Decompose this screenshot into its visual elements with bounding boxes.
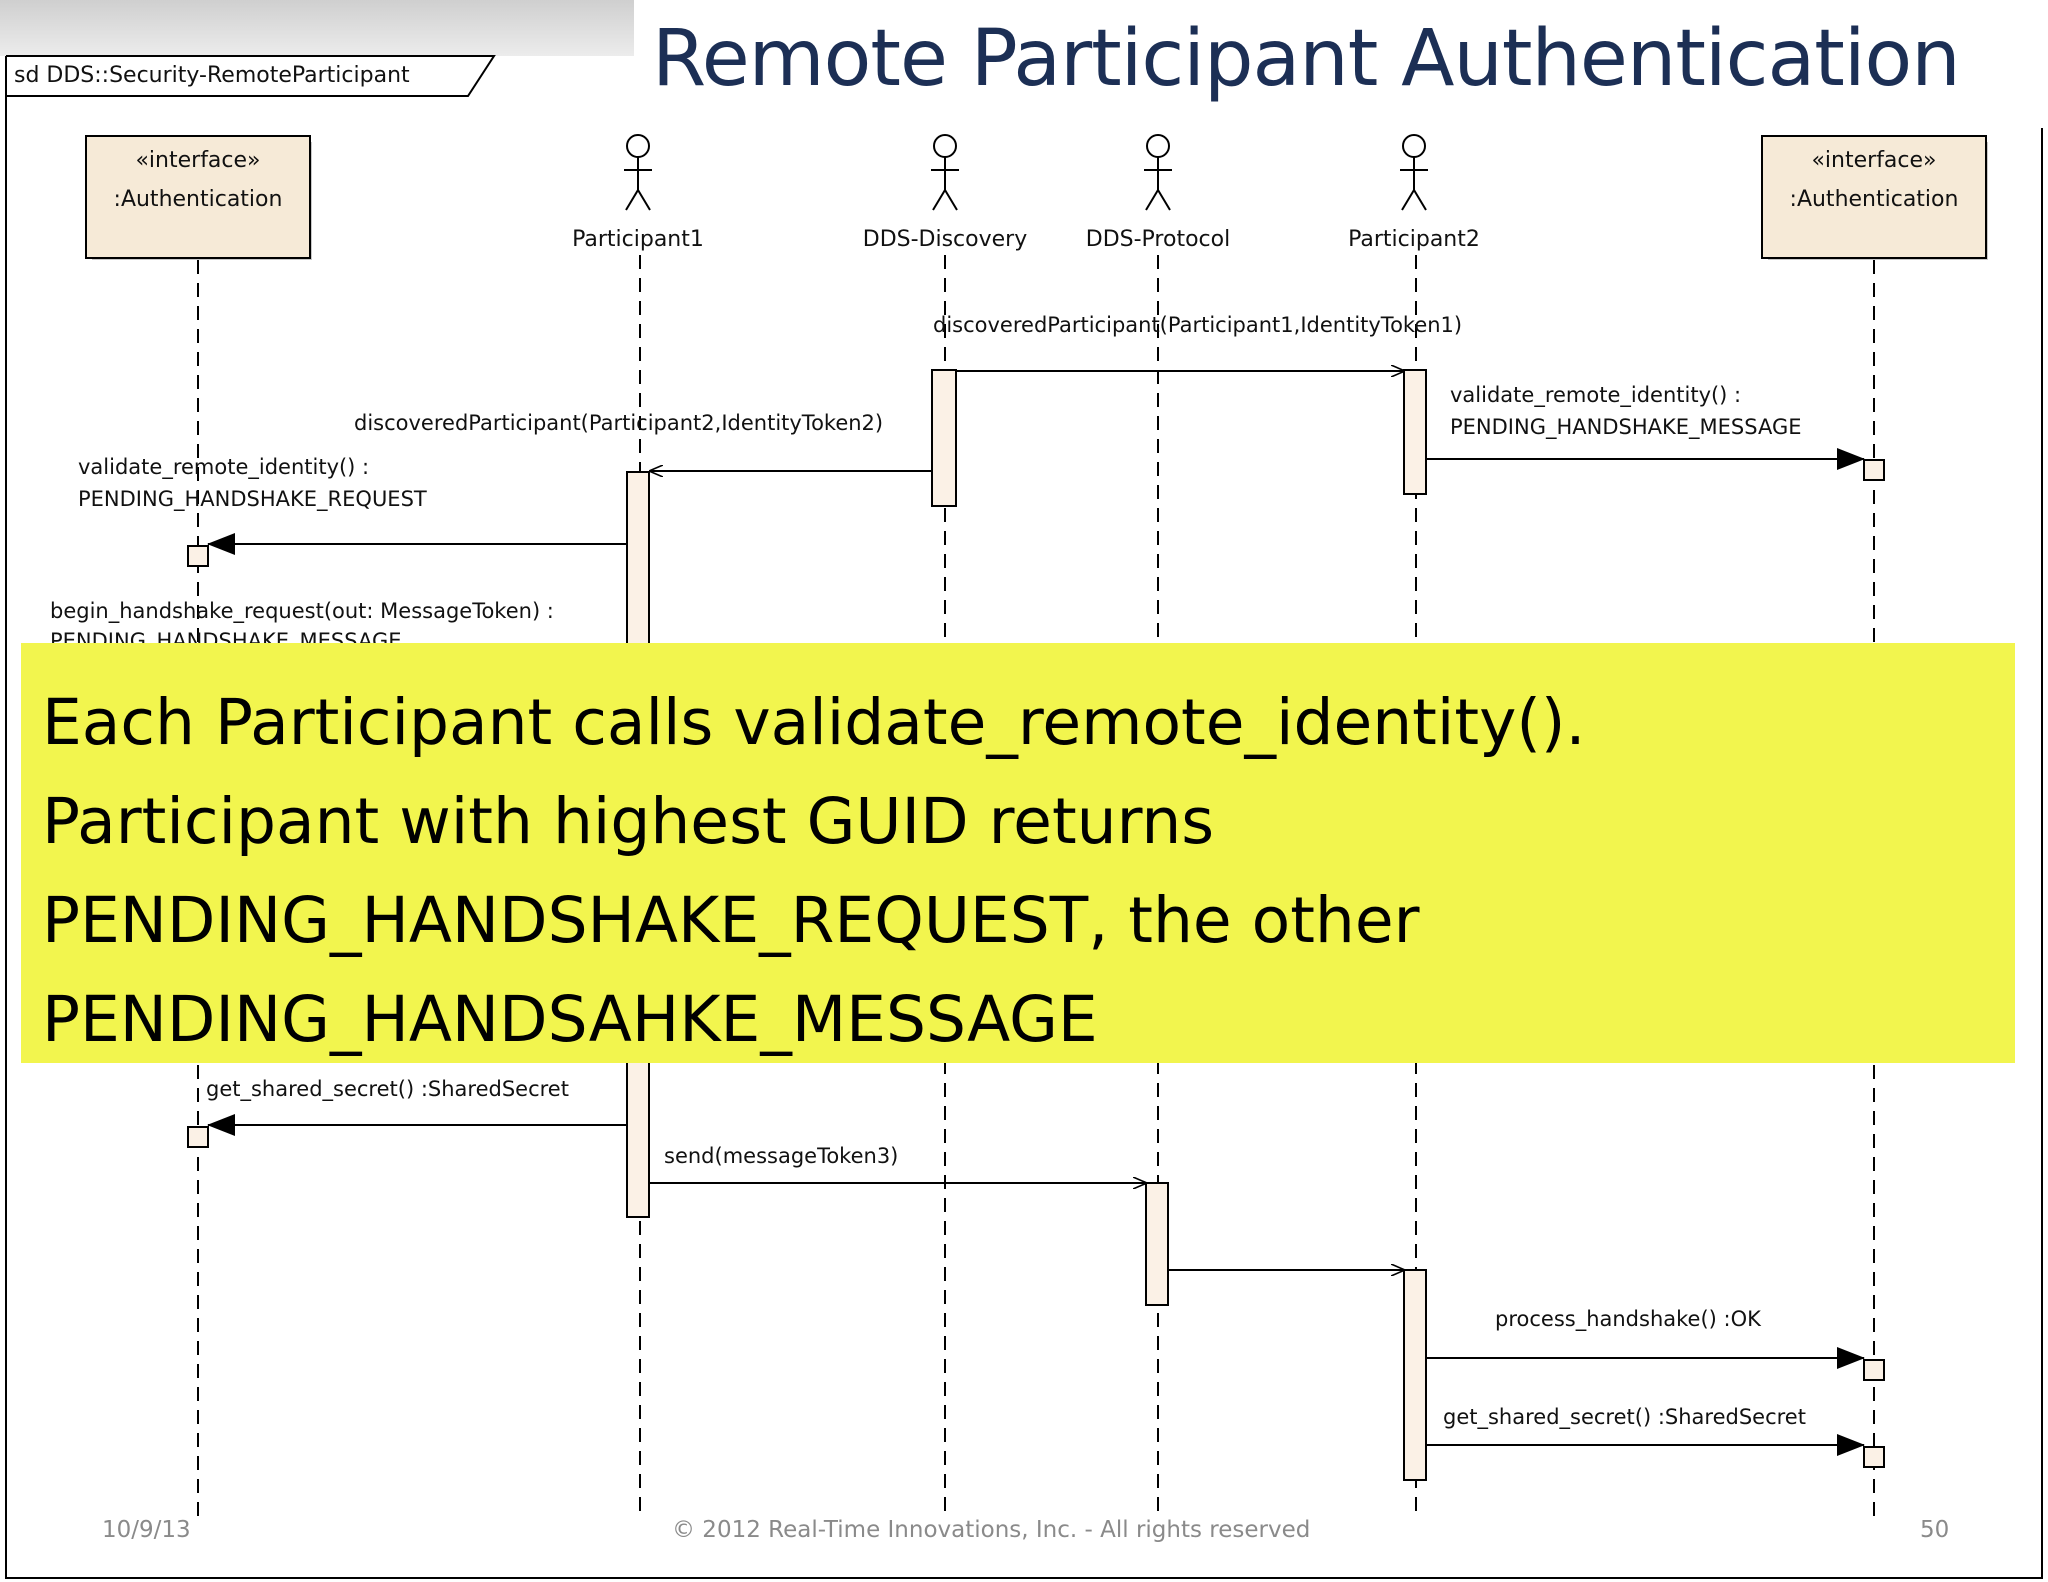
- left-interface-box: «interface» :Authentication: [85, 135, 312, 260]
- message-label-begin-handshake-line1: begin_handshake_request(out: MessageToke…: [50, 599, 554, 624]
- actor-participant1-label: Participant1: [572, 227, 704, 252]
- activation-dds-protocol: [1145, 1182, 1169, 1306]
- actor-participant2-label: Participant2: [1348, 227, 1480, 252]
- activation-participant2-lower: [1403, 1269, 1427, 1481]
- actor-dds-discovery-label: DDS-Discovery: [863, 227, 1027, 252]
- message-label-validate-left-line2: PENDING_HANDSHAKE_REQUEST: [78, 487, 427, 512]
- message-label-get-shared-secret-right: get_shared_secret() :SharedSecret: [1443, 1405, 1806, 1430]
- activation-right-auth-2: [1863, 1359, 1885, 1381]
- activation-left-auth-2: [187, 1126, 209, 1148]
- frame-label: sd DDS::Security-RemoteParticipant: [14, 63, 410, 88]
- callout-line-4: PENDING_HANDSAHKE_MESSAGE: [42, 983, 1098, 1056]
- activation-right-auth-1: [1863, 459, 1885, 481]
- footer-page-number: 50: [1920, 1517, 1950, 1543]
- message-label-process-handshake: process_handshake() :OK: [1495, 1307, 1762, 1332]
- activation-dds-discovery: [931, 369, 957, 507]
- activation-left-auth-1: [187, 545, 209, 567]
- callout-box: Each Participant calls validate_remote_i…: [21, 643, 2015, 1063]
- left-interface-name: :Authentication: [114, 187, 283, 212]
- actor-participant2-icon: [1400, 134, 1428, 211]
- activation-right-auth-3: [1863, 1446, 1885, 1468]
- right-interface-name: :Authentication: [1790, 187, 1959, 212]
- message-label-discovered-p1: discoveredParticipant(Participant1,Ident…: [933, 313, 1462, 337]
- callout-line-2: Participant with highest GUID returns: [42, 785, 1215, 858]
- right-interface-stereotype: «interface»: [1811, 148, 1936, 173]
- message-label-send-token: send(messageToken3): [664, 1144, 898, 1168]
- message-label-validate-left-line1: validate_remote_identity() :: [78, 455, 369, 480]
- title-bar-shade: [0, 0, 634, 56]
- diagram-frame: [5, 56, 2043, 1579]
- message-label-validate-right-line2: PENDING_HANDSHAKE_MESSAGE: [1450, 415, 1802, 440]
- slide-title: Remote Participant Authentication: [652, 14, 1961, 104]
- activation-participant2-upper: [1403, 369, 1427, 495]
- actor-dds-protocol-icon: [1144, 134, 1172, 211]
- actor-dds-protocol-label: DDS-Protocol: [1086, 227, 1230, 252]
- message-label-get-shared-secret-left: get_shared_secret() :SharedSecret: [206, 1077, 569, 1102]
- callout-line-3: PENDING_HANDSHAKE_REQUEST, the other: [42, 884, 1420, 957]
- frame-label-tab: [6, 55, 496, 97]
- message-label-validate-right-line1: validate_remote_identity() :: [1450, 383, 1741, 408]
- left-interface-stereotype: «interface»: [135, 148, 260, 173]
- actor-dds-discovery-icon: [931, 134, 959, 211]
- footer-date: 10/9/13: [102, 1517, 191, 1543]
- right-interface-box: «interface» :Authentication: [1761, 135, 1988, 260]
- callout-line-1: Each Participant calls validate_remote_i…: [42, 686, 1586, 759]
- footer-copyright: © 2012 Real-Time Innovations, Inc. - All…: [672, 1517, 1311, 1543]
- message-label-discovered-p2: discoveredParticipant(Participant2,Ident…: [354, 411, 883, 435]
- actor-participant1-icon: [624, 134, 652, 211]
